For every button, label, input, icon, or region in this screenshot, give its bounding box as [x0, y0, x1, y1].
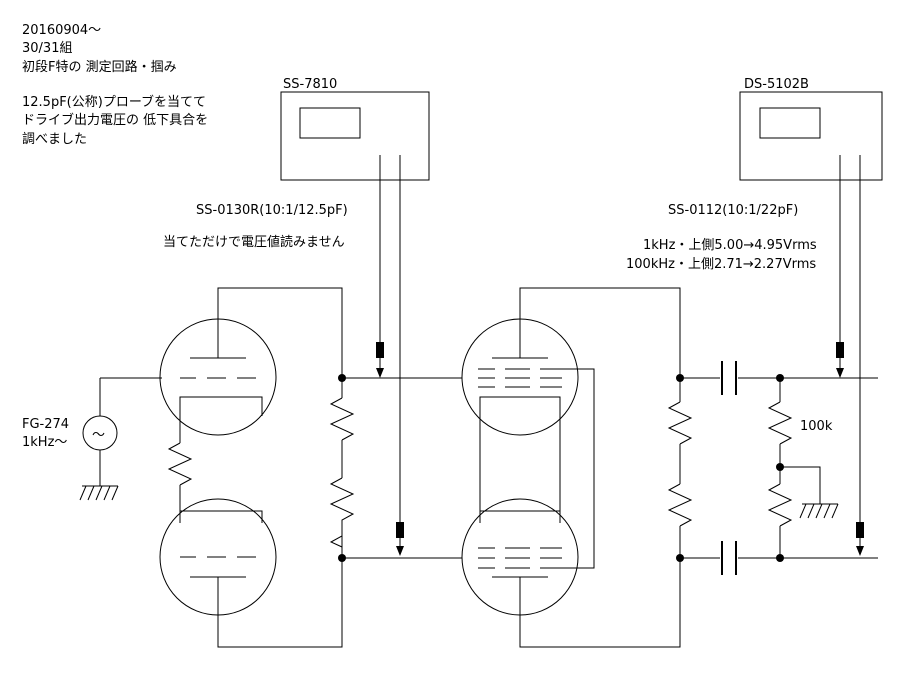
coupling-capacitor-lower: [680, 541, 878, 575]
right-probe-label: SS-0112(10:1/22pF): [668, 203, 798, 218]
stage1-upper-tube: [159, 318, 277, 436]
date-note: 20160904～: [22, 23, 101, 38]
meas-1k-label: 1kHz・上側5.00→4.95Vrms: [643, 238, 817, 253]
coupling-capacitor-upper: [680, 361, 878, 395]
title-note: 初段F特の 測定回路・掴み: [22, 59, 177, 75]
right-scope-box: [739, 91, 883, 181]
right-probe-upper: [836, 155, 844, 378]
probe-note-3: 調べました: [22, 132, 87, 147]
left-probe-note: 当てただけで電圧値読みません: [163, 234, 345, 250]
generator-ground-icon: [79, 485, 119, 501]
stage1-plate-resistor-lower: [329, 477, 355, 558]
left-scope-screen: [299, 107, 361, 139]
generator-freq: 1kHz～: [22, 435, 67, 450]
left-probe-lower: [396, 155, 404, 556]
right-probe-lower: [856, 155, 864, 556]
stage1-plate-resistor-upper: [329, 378, 355, 478]
generator-wave-icon: ～: [92, 428, 105, 443]
probe-note-2: ドライブ出力電圧の 低下具合を: [22, 112, 208, 128]
load-ground-icon: [799, 503, 839, 519]
set-note: 30/31組: [22, 41, 72, 56]
meas-100k-label: 100kHz・上側2.71→2.27Vrms: [626, 257, 816, 272]
right-scope-label: DS-5102B: [744, 77, 809, 92]
generator-name: FG-274: [22, 417, 69, 432]
load-resistor-value: 100k: [800, 419, 833, 434]
left-scope-box: [280, 91, 430, 181]
load-resistor-lower: [767, 483, 793, 558]
stage2-plate-resistor-lower: [667, 483, 693, 558]
probe-note-1: 12.5pF(公称)プローブを当てて: [22, 94, 206, 110]
left-probe-upper: [376, 155, 384, 378]
left-scope-label: SS-7810: [283, 77, 337, 92]
stage2-plate-resistor-upper: [667, 378, 693, 484]
left-probe-label: SS-0130R(10:1/12.5pF): [196, 203, 348, 218]
stage1-cathode-resistor: [167, 416, 193, 511]
right-scope-screen: [759, 107, 821, 139]
